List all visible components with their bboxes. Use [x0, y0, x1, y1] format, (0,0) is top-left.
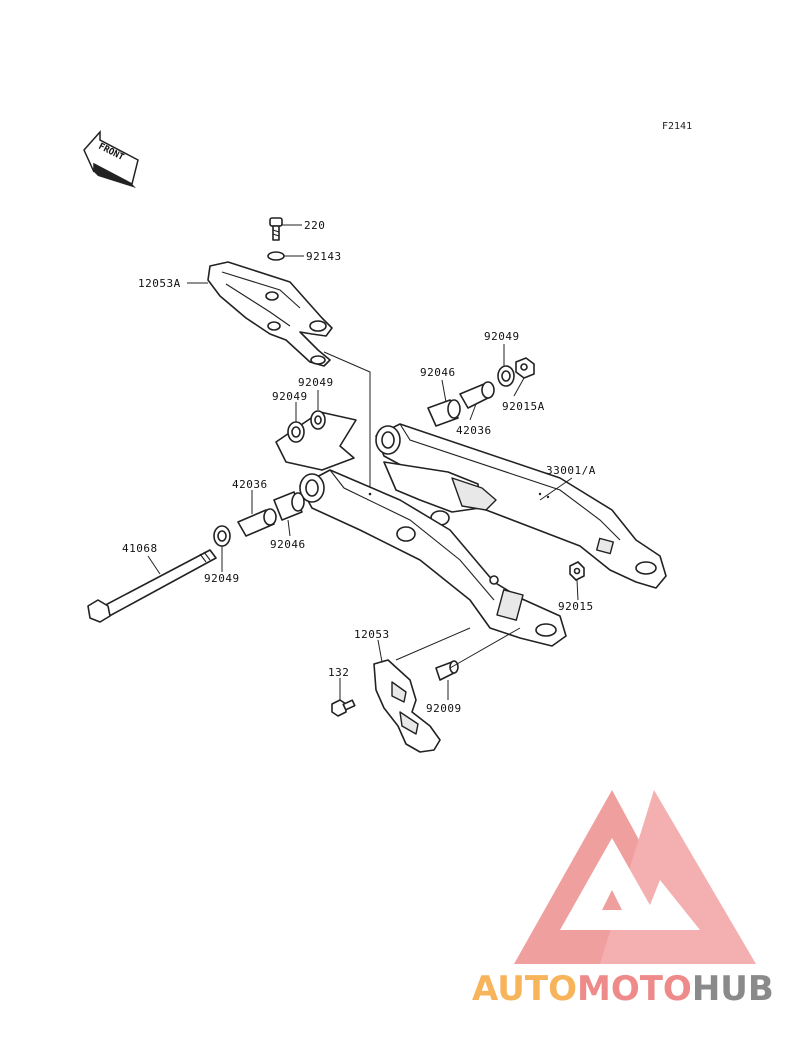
seal-92049-upper-right	[497, 365, 515, 387]
part-label-92049-b: 92049	[298, 376, 334, 389]
front-arrow-icon: FRONT	[83, 130, 139, 188]
bolt-220	[269, 217, 283, 241]
part-label-92049-c: 92049	[272, 390, 308, 403]
seal-plate	[275, 411, 357, 471]
part-label-33001A: 33001/A	[546, 464, 596, 477]
nut-92015	[569, 561, 585, 581]
part-label-12053: 12053	[354, 628, 390, 641]
seal-92049-lower	[213, 525, 231, 547]
part-label-92143: 92143	[306, 250, 342, 263]
swingarm-33001A	[299, 423, 667, 647]
part-label-92046-a: 92046	[420, 366, 456, 379]
part-label-92009: 92009	[426, 702, 462, 715]
part-label-41068: 41068	[122, 542, 158, 555]
chain-guide-lower	[373, 659, 441, 753]
part-label-42036-a: 42036	[456, 424, 492, 437]
bolt-132	[331, 699, 356, 717]
washer-92143	[267, 251, 285, 261]
part-label-220: 220	[304, 219, 325, 232]
part-label-92049-d: 92049	[204, 572, 240, 585]
collar-42036-lower	[237, 508, 277, 537]
part-label-132: 132	[328, 666, 349, 679]
part-label-92049-a: 92049	[484, 330, 520, 343]
part-label-42036-b: 42036	[232, 478, 268, 491]
bearing-92046-lower	[273, 491, 305, 521]
collar-42036-upper	[459, 381, 495, 409]
watermark-text: AUTOMOTOHUB	[472, 969, 774, 1009]
seal-92049-upper-left-b	[310, 410, 326, 430]
figure-code: F2141	[662, 121, 692, 132]
watermark-logo-icon	[514, 790, 756, 964]
bearing-92046-upper	[427, 399, 461, 427]
part-label-92015A: 92015A	[502, 400, 545, 413]
seal-92049-upper-left-a	[287, 421, 305, 443]
part-label-92046-b: 92046	[270, 538, 306, 551]
nut-92015A	[515, 357, 535, 379]
chain-guide-upper	[207, 261, 333, 367]
spacer-92009	[435, 660, 459, 681]
part-label-12053A: 12053A	[138, 277, 181, 290]
pivot-shaft-41068	[87, 549, 217, 623]
part-label-92015: 92015	[558, 600, 594, 613]
